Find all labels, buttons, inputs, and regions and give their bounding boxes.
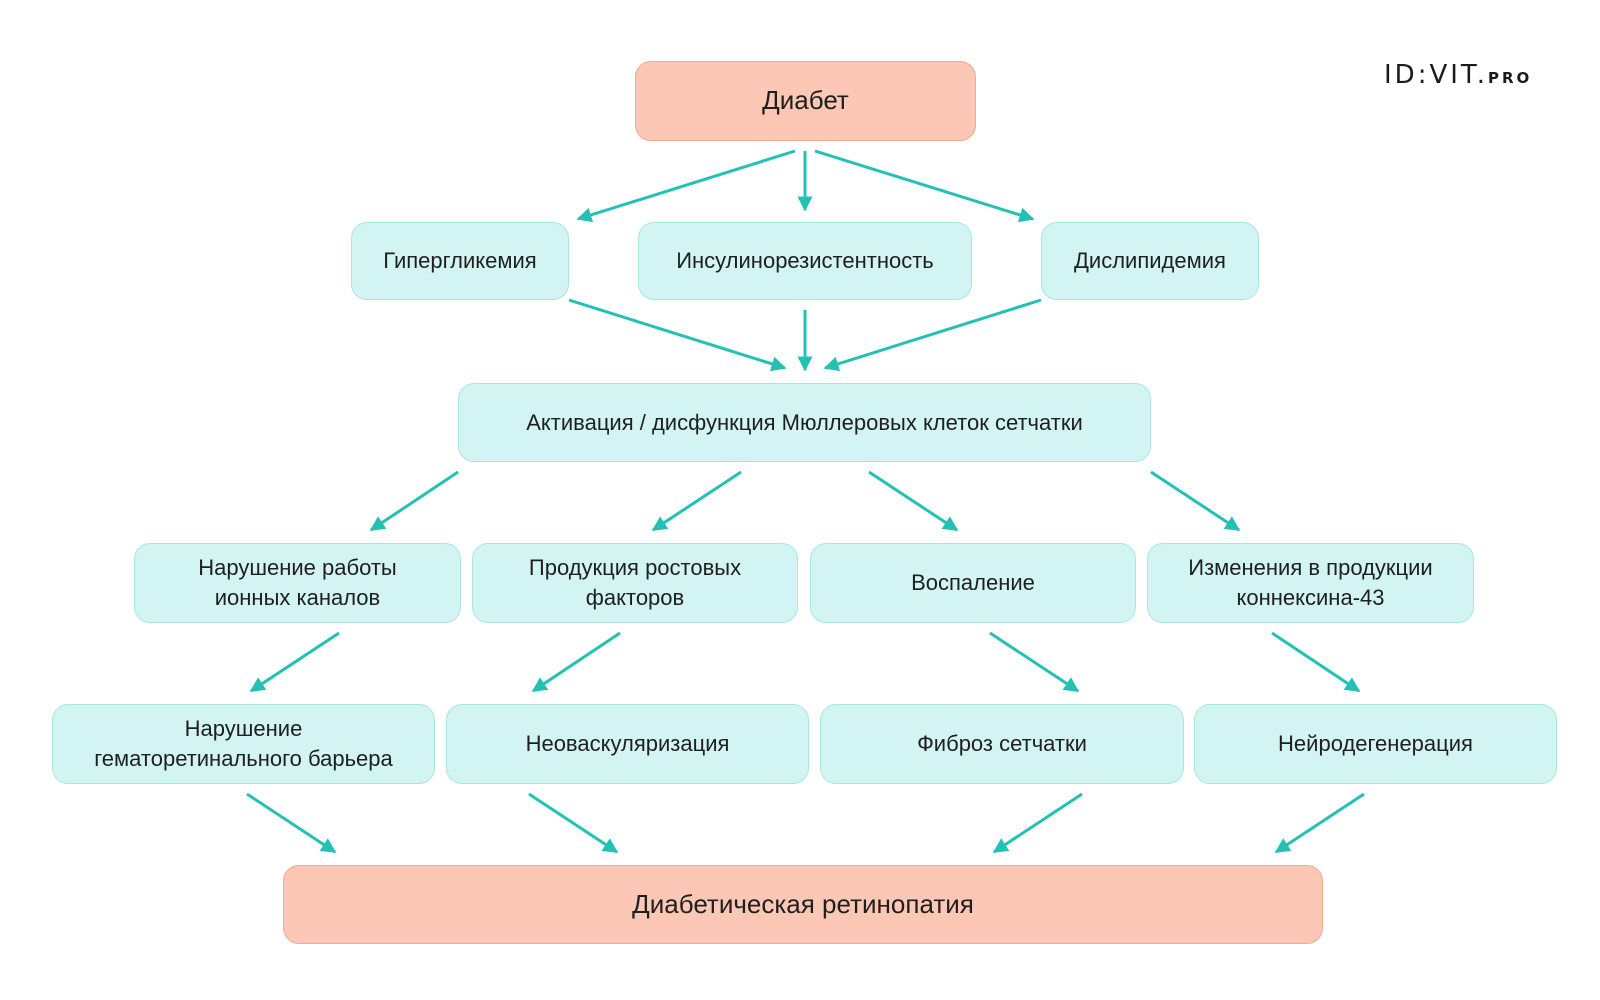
node-connexin: Изменения в продукции коннексина-43 [1147, 543, 1474, 623]
node-retinopathy-label: Диабетическая ретинопатия [632, 888, 974, 919]
node-fibrosis: Фиброз сетчатки [820, 704, 1184, 784]
node-retinopathy: Диабетическая ретинопатия [283, 865, 1323, 944]
node-insulin-resistance-label: Инсулинорезистентность [676, 248, 934, 274]
logo-text: ID:VIT. [1384, 60, 1488, 90]
node-insulin-resistance: Инсулинорезистентность [638, 222, 972, 300]
node-growth-factors: Продукция ростовых факторов [472, 543, 798, 623]
node-dyslipidemia: Дислипидемия [1041, 222, 1259, 300]
node-neovascularization: Неоваскуляризация [446, 704, 809, 784]
node-fibrosis-label: Фиброз сетчатки [917, 731, 1087, 757]
node-inflammation-label: Воспаление [911, 570, 1035, 596]
arrow-muller-to-growth-factors [651, 470, 742, 532]
node-barrier-label: Нарушение гематоретинального барьера [94, 716, 393, 771]
node-neurodegeneration: Нейродегенерация [1194, 704, 1557, 784]
node-neovascularization-label: Неоваскуляризация [525, 731, 730, 757]
arrow-connexin-to-neurodegeneration [1271, 631, 1361, 693]
brand-logo: ID:VIT.PRO [1384, 60, 1534, 90]
arrow-growth-factors-to-neovascularization [531, 631, 621, 693]
node-growth-factors-label: Продукция ростовых факторов [528, 555, 742, 610]
node-ion-channels-label: Нарушение работы ионных каналов [198, 555, 397, 610]
node-diabetes-label: Диабет [762, 85, 849, 116]
arrow-muller-to-inflammation [868, 470, 959, 532]
node-diabetes: Диабет [635, 61, 976, 141]
arrow-hyperglycemia-to-muller [568, 298, 787, 372]
arrow-muller-to-ion-channels [369, 470, 459, 532]
arrow-muller-to-connexin [1150, 470, 1241, 532]
arrow-fibrosis-to-retinopathy [992, 792, 1083, 854]
node-barrier: Нарушение гематоретинального барьера [52, 704, 435, 784]
node-inflammation: Воспаление [810, 543, 1136, 623]
arrow-diabetes-to-hyperglycemia [576, 149, 796, 223]
node-hyperglycemia: Гипергликемия [351, 222, 569, 300]
node-connexin-label: Изменения в продукции коннексина-43 [1188, 555, 1433, 610]
arrow-inflammation-to-fibrosis [989, 631, 1080, 693]
node-ion-channels: Нарушение работы ионных каналов [134, 543, 461, 623]
logo-suffix: PRO [1487, 69, 1533, 87]
arrow-neurodegeneration-to-retinopathy [1274, 792, 1365, 854]
arrow-barrier-to-retinopathy [246, 792, 337, 854]
arrow-diabetes-to-dyslipidemia [814, 149, 1035, 223]
node-hyperglycemia-label: Гипергликемия [383, 248, 537, 274]
arrow-neovascularization-to-retinopathy [528, 792, 619, 854]
node-muller-activation-label: Активация / дисфункция Мюллеровых клеток… [526, 409, 1083, 435]
node-neurodegeneration-label: Нейродегенерация [1278, 731, 1473, 757]
arrow-dyslipidemia-to-muller [823, 298, 1042, 372]
node-dyslipidemia-label: Дислипидемия [1074, 248, 1226, 274]
node-muller-activation: Активация / дисфункция Мюллеровых клеток… [458, 383, 1151, 462]
arrow-ion-channels-to-barrier [249, 631, 340, 693]
